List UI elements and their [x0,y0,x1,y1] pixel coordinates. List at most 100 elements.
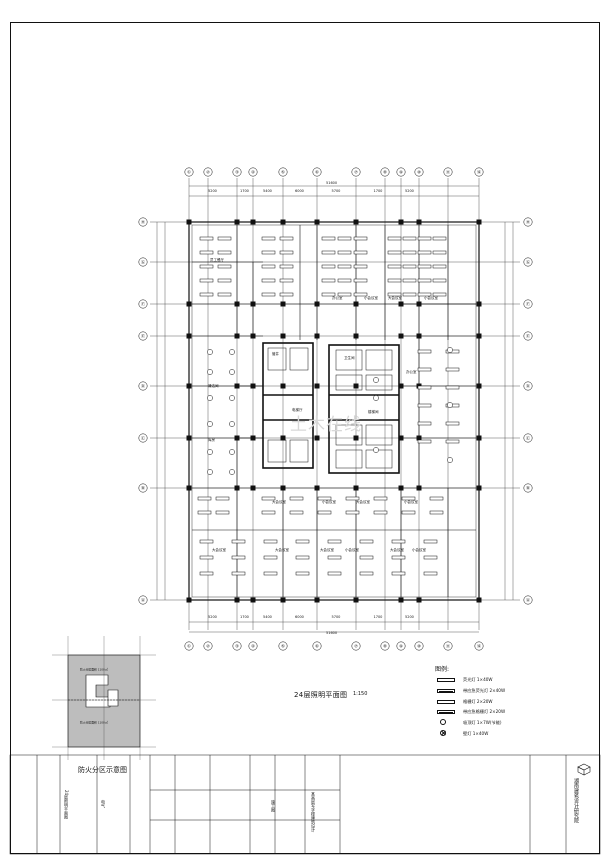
fluorescent-light [445,385,460,390]
row-axis-bubble [523,595,533,605]
column [186,219,192,225]
row-axis-label: Ⓖ [526,259,531,266]
dimension-label: 1700 [240,189,249,193]
fluorescent-light [199,539,214,544]
company-logo [577,763,591,776]
ceiling-light [207,449,213,455]
building-inner-outline [191,224,477,598]
column [353,435,359,441]
fluorescent-light [402,236,417,241]
column [398,435,404,441]
column [416,333,422,339]
column-axis-label: ⑥ [315,644,319,649]
fluorescent-light [429,496,444,501]
room-label: 大会议室 [320,548,334,552]
room-label: 小会议室 [412,548,426,552]
fluorescent-light [345,510,360,515]
column [280,383,286,389]
room-label: 小会议室 [404,500,418,504]
dimension-label: 5400 [263,615,272,619]
fluorescent-light [391,539,406,544]
fluorescent-light [197,496,212,501]
row-axis-bubble [523,483,533,493]
fluorescent-light [401,510,416,515]
overall-dimension-top: 51600 [326,181,338,185]
row-axis-bubble [138,433,148,443]
fluorescent-light [199,555,214,560]
room-label: 办公室 [332,296,343,300]
row-axis-bubble [523,433,533,443]
room-label: 大会议室 [275,548,289,552]
fluorescent-light [337,250,352,255]
column [314,301,320,307]
column [234,485,240,491]
fire-zone-label-2: 防火分区面积 1100㎡ [80,721,108,725]
column-axis-bubble [203,641,213,651]
row-axis-label: Ⓓ [526,383,531,390]
column-axis-label: ⑧ [383,644,387,649]
column-axis-bubble [184,167,194,177]
fluorescent-light [199,292,214,297]
row-axis-label: Ⓑ [141,485,146,492]
column [476,597,482,603]
row-axis-label: Ⓒ [526,435,531,442]
column-axis-label: ⑧ [383,170,387,175]
room-label: 卫生间 [344,356,355,360]
room-label: 大会议室 [388,296,402,300]
legend-symbol-icon [435,719,457,726]
column [398,333,404,339]
fluorescent-light [199,236,214,241]
column-axis-bubble [396,641,406,651]
column-axis-bubble [248,167,258,177]
column [186,333,192,339]
room-label: 库房 [208,438,215,442]
row-axis-label: Ⓗ [141,219,146,226]
column [314,383,320,389]
legend-item: 吸顶灯 1×7W(节能) [435,718,565,729]
column-axis-label: ⑪ [446,643,451,650]
fluorescent-light [295,539,310,544]
column [353,383,359,389]
fluorescent-light [199,264,214,269]
column [234,597,240,603]
dimension-label: 1700 [240,615,249,619]
drawing-scale: 1:150 [353,691,368,697]
ceiling-light [207,349,213,355]
column [186,485,192,491]
column [476,301,482,307]
column [476,383,482,389]
fluorescent-light [215,496,230,501]
column [280,333,286,339]
fire-zone-title: 防火分区示意图 [78,766,127,774]
fluorescent-light [199,278,214,283]
legend-item: 格栅灯 2×20W [435,696,565,707]
fluorescent-light [359,555,374,560]
fluorescent-light [432,264,447,269]
title-block-project: 某高层写字楼建筑设计 [311,792,316,832]
ceiling-light [207,395,213,401]
dimension-label: 5200 [405,615,414,619]
room-label: 小会议室 [364,296,378,300]
fluorescent-light [337,264,352,269]
column-axis-label: ⑨ [399,170,403,175]
fluorescent-light [261,264,276,269]
fluorescent-light [417,403,432,408]
column [186,597,192,603]
legend-label: 带应急荧光灯 2×40W [463,688,506,694]
column-axis-bubble [351,641,361,651]
fluorescent-light [279,278,294,283]
column-axis-label: ⑤ [281,170,285,175]
fluorescent-light [317,510,332,515]
column [250,333,256,339]
dimension-label: 5700 [331,615,341,619]
column-axis-bubble [414,167,424,177]
column-axis-label: ⑫ [477,169,482,176]
fluorescent-light [387,264,402,269]
core-walls [262,342,400,474]
legend-item: 壁灯 1×40W [435,728,565,739]
column-axis-label: ⑩ [417,644,421,649]
ceiling-light [207,369,213,375]
column-axis-label: ③ [235,170,239,175]
